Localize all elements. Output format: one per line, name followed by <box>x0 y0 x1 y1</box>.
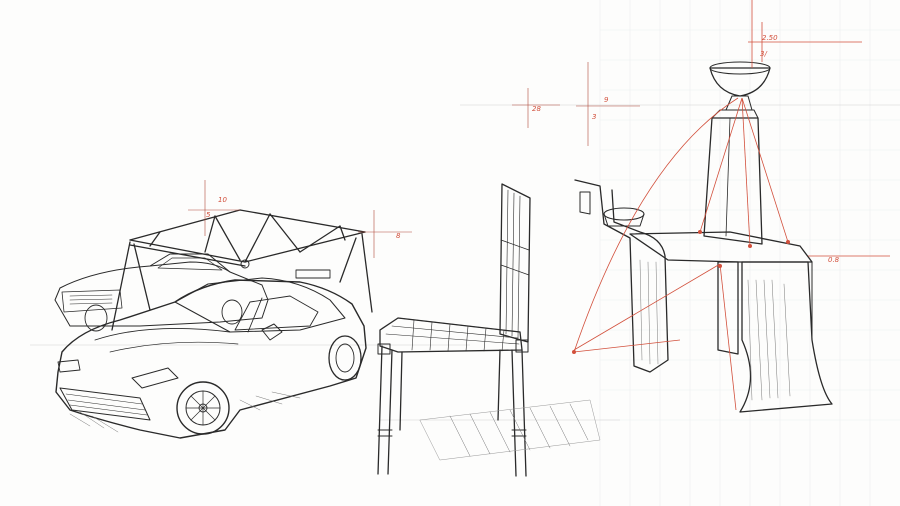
chair <box>377 183 601 477</box>
measurement-annotations: 10 5 8 28 9 3 2.50 3/ 0.8 <box>206 34 840 264</box>
bench-sculpture <box>574 179 833 413</box>
crosshair-marks <box>188 62 640 258</box>
anno-car-top: 10 <box>218 196 227 204</box>
background-car <box>54 253 269 332</box>
anno-tower-top: 2.50 <box>762 34 778 42</box>
anno-car-side: 5 <box>206 211 211 219</box>
anno-mid-left: 28 <box>532 105 541 113</box>
sports-car <box>55 277 367 439</box>
truss-frame <box>111 209 373 331</box>
anno-mid-bottom: 3 <box>592 113 596 121</box>
grid-paper <box>599 0 900 506</box>
red-markers <box>572 230 790 354</box>
tower-pedestal <box>703 61 771 245</box>
anno-bench-right: 0.8 <box>828 256 840 264</box>
anno-tower-sub: 3/ <box>760 50 767 58</box>
anno-frame-right: 8 <box>396 232 401 240</box>
anno-mid-top: 9 <box>604 96 609 104</box>
red-construction-lines <box>573 0 890 411</box>
